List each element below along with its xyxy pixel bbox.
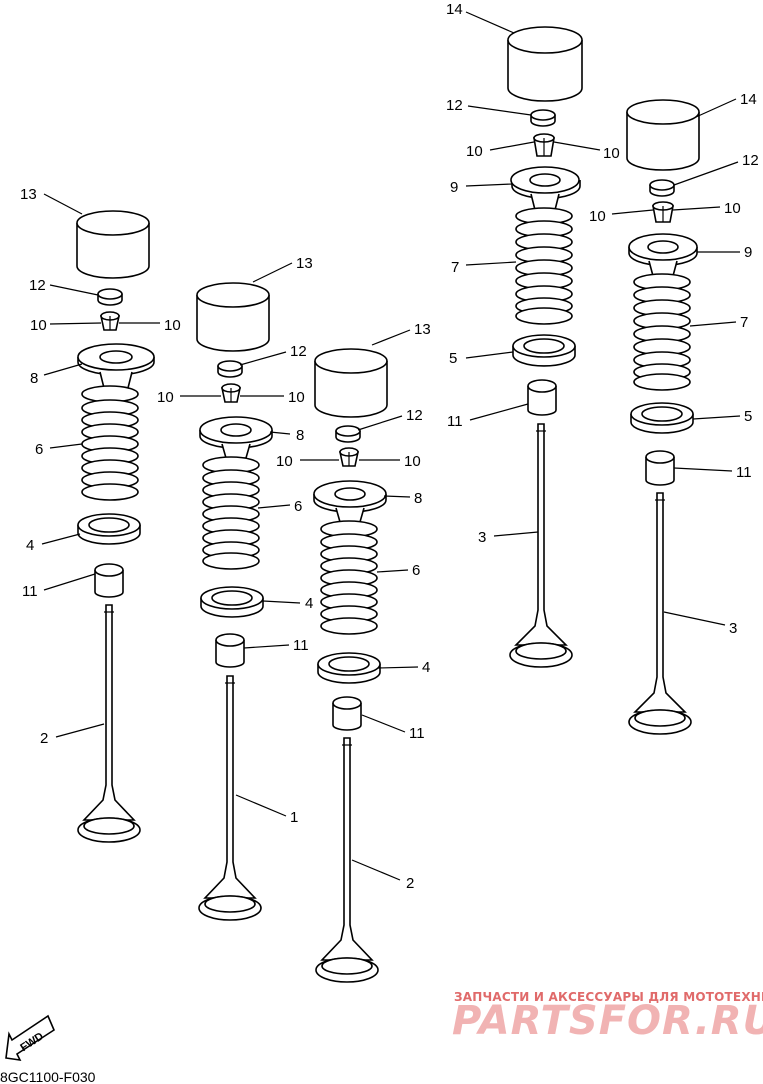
adjusting-pad-part xyxy=(530,109,556,127)
spring-seat-part xyxy=(200,586,264,618)
callout-11: 11 xyxy=(293,637,309,654)
callout-10: 10 xyxy=(466,143,483,160)
watermark-brand: PARTSFOR.RU xyxy=(452,998,763,1044)
callout-3: 3 xyxy=(478,529,486,546)
valve-stem-seal-part xyxy=(527,379,557,416)
valve-cotter-part xyxy=(221,383,241,403)
spring-retainer-part xyxy=(77,343,155,389)
callout-11: 11 xyxy=(409,725,425,742)
callout-8: 8 xyxy=(30,370,38,387)
callout-8: 8 xyxy=(414,490,422,507)
valve-assembly-b xyxy=(196,282,273,921)
callout-4: 4 xyxy=(422,659,430,676)
valve-cotter-part xyxy=(652,201,674,223)
callout-2: 2 xyxy=(406,875,414,892)
callout-10: 10 xyxy=(603,145,620,162)
callout-13: 13 xyxy=(20,186,37,203)
adjusting-pad-part xyxy=(217,360,243,378)
spring-seat-part xyxy=(630,402,694,434)
callout-10: 10 xyxy=(157,389,174,406)
valve-stem-seal-part xyxy=(332,696,362,731)
callout-11: 11 xyxy=(736,464,752,481)
callout-12: 12 xyxy=(290,343,307,360)
callout-14: 14 xyxy=(446,1,463,18)
callout-12: 12 xyxy=(29,277,46,294)
callout-10: 10 xyxy=(30,317,47,334)
callout-12: 12 xyxy=(446,97,463,114)
valve-lifter-part xyxy=(507,26,583,102)
valve-assembly-d xyxy=(507,26,583,668)
valve-lifter-part xyxy=(626,99,700,171)
watermark-logo: ЗАПЧАСТИ И АКСЕССУАРЫ ДЛЯ МОТОТЕХНИКИ PA… xyxy=(452,990,763,1044)
watermark-tagline: ЗАПЧАСТИ И АКСЕССУАРЫ ДЛЯ МОТОТЕХНИКИ xyxy=(454,990,763,1004)
spring-seat-part xyxy=(77,513,141,545)
leader-lines xyxy=(41,11,741,881)
callout-6: 6 xyxy=(412,562,420,579)
callout-5: 5 xyxy=(449,350,457,367)
part-number-labels: 13 12 10 10 8 6 4 11 2 13 12 10 10 8 6 4… xyxy=(20,1,759,892)
callout-9: 9 xyxy=(744,244,752,261)
valve-stem-seal-part xyxy=(645,450,675,486)
callout-12: 12 xyxy=(742,152,759,169)
valve-spring-part xyxy=(320,520,378,635)
valve-assembly-e xyxy=(626,99,700,735)
callout-11: 11 xyxy=(22,583,38,600)
callout-13: 13 xyxy=(414,321,431,338)
valve-spring-part xyxy=(202,456,260,570)
valve-spring-part xyxy=(633,273,691,391)
callout-13: 13 xyxy=(296,255,313,272)
callout-12: 12 xyxy=(406,407,423,424)
valve-lifter-part xyxy=(314,348,388,418)
valve-lifter-part xyxy=(76,210,150,279)
callout-4: 4 xyxy=(305,595,313,612)
valve-part xyxy=(315,737,379,983)
valve-lifter-part xyxy=(196,282,270,352)
callout-3: 3 xyxy=(729,620,737,637)
adjusting-pad-part xyxy=(335,425,361,443)
valve-cotter-part xyxy=(339,447,359,467)
spring-retainer-part xyxy=(313,480,387,523)
callout-10: 10 xyxy=(164,317,181,334)
drawing-code: 8GC1100-F030 xyxy=(0,1069,96,1084)
valve-part xyxy=(77,604,141,843)
valve-assembly-c xyxy=(313,348,388,983)
spring-retainer-part xyxy=(510,166,581,211)
callout-10: 10 xyxy=(724,200,741,217)
spring-seat-part xyxy=(317,652,381,684)
callout-4: 4 xyxy=(26,537,34,554)
valve-cotter-part xyxy=(533,133,555,157)
callout-14: 14 xyxy=(740,91,757,108)
valve-part xyxy=(509,423,573,668)
callout-2: 2 xyxy=(40,730,48,747)
adjusting-pad-part xyxy=(97,288,123,306)
valve-stem-seal-part xyxy=(215,633,245,668)
callout-10: 10 xyxy=(589,208,606,225)
valve-cotter-part xyxy=(100,311,120,331)
callout-11: 11 xyxy=(447,413,463,430)
callout-7: 7 xyxy=(740,314,748,331)
spring-seat-part xyxy=(512,334,576,367)
fwd-arrow-icon: FWD xyxy=(5,1014,56,1062)
valve-part xyxy=(198,675,262,921)
valve-stem-seal-part xyxy=(94,563,124,598)
spring-retainer-part xyxy=(628,233,698,277)
valve-spring-part xyxy=(81,385,139,501)
callout-6: 6 xyxy=(35,441,43,458)
valve-assembly-a xyxy=(76,210,155,843)
callout-7: 7 xyxy=(451,259,459,276)
valve-spring-part xyxy=(515,207,573,325)
callout-10: 10 xyxy=(288,389,305,406)
spring-retainer-part xyxy=(199,416,273,459)
callout-1: 1 xyxy=(290,809,298,826)
callout-10: 10 xyxy=(404,453,421,470)
adjusting-pad-part xyxy=(649,179,675,197)
callout-6: 6 xyxy=(294,498,302,515)
valve-part xyxy=(628,492,692,735)
callout-9: 9 xyxy=(450,179,458,196)
callout-10: 10 xyxy=(276,453,293,470)
callout-8: 8 xyxy=(296,427,304,444)
callout-5: 5 xyxy=(744,408,752,425)
